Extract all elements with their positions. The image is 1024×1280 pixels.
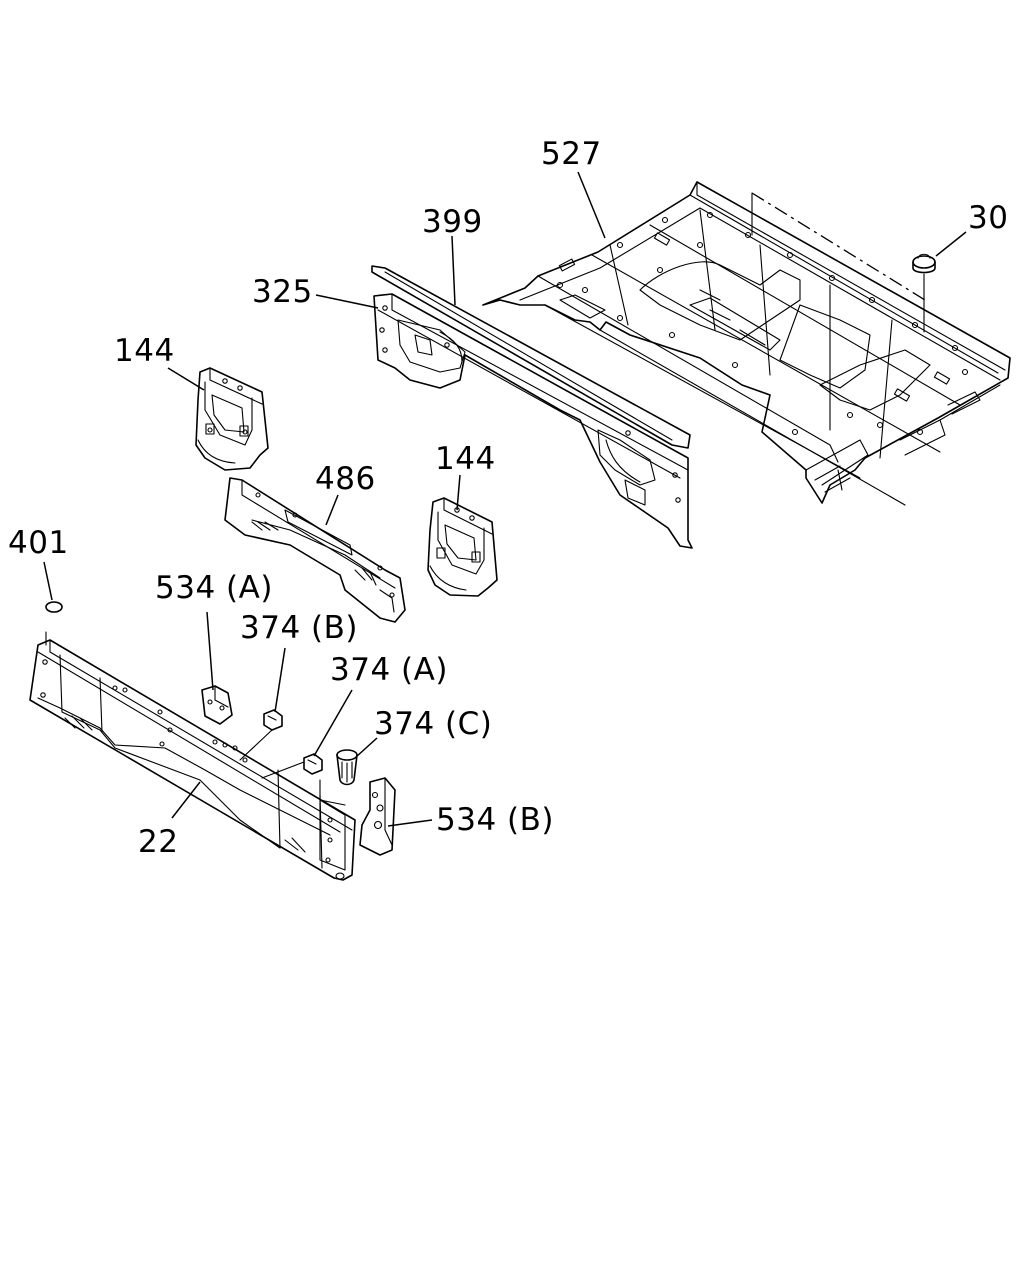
part-486-gusset: [224, 477, 406, 623]
leader-534a: [206, 611, 214, 691]
leader-527: [577, 171, 606, 239]
leader-374b: [274, 647, 286, 713]
part-401-plug: [45, 601, 63, 646]
leader-486: [325, 494, 339, 526]
alignment-line: [751, 192, 926, 301]
callout-325: 325: [252, 274, 313, 310]
leader-401: [43, 561, 53, 601]
leader-144-right: [456, 474, 461, 511]
callout-374a: 374 (A): [330, 652, 448, 688]
leader-325: [315, 294, 379, 309]
part-527-floor-panel: [482, 181, 1011, 506]
callout-144-left: 144: [114, 333, 175, 369]
leader-144-left: [167, 367, 205, 391]
part-534a-bracket: [201, 685, 233, 725]
leader-374a: [313, 689, 353, 757]
leader-lines: [43, 171, 967, 827]
part-30-plug: [912, 253, 936, 333]
leader-534b: [387, 819, 433, 827]
part-144-bracket-right: [427, 497, 498, 597]
leader-399: [451, 235, 456, 306]
part-22-crossmember: [29, 639, 356, 881]
callout-527: 527: [541, 136, 602, 172]
callout-144-right: 144: [435, 441, 496, 477]
callout-30: 30: [968, 200, 1008, 236]
callout-22: 22: [138, 824, 178, 860]
callout-486: 486: [315, 461, 376, 497]
callout-401: 401: [8, 525, 69, 561]
part-374a-clip: [261, 753, 346, 806]
part-374b-clip: [239, 709, 283, 761]
leader-22: [171, 781, 201, 819]
leader-374c: [355, 737, 378, 758]
callout-399: 399: [422, 204, 483, 240]
part-325-crossmember: [373, 293, 693, 549]
callout-374c: 374 (C): [374, 706, 492, 742]
part-374c-nut: [336, 749, 358, 786]
leader-30: [935, 231, 967, 257]
part-399-rail: [371, 265, 691, 449]
part-534b-bracket: [359, 777, 396, 856]
callout-labels: 527 30 399 325 144 486 144 401 534 (A) 3…: [8, 136, 1008, 860]
callout-534a: 534 (A): [155, 570, 273, 606]
callout-534b: 534 (B): [436, 802, 554, 838]
callout-374b: 374 (B): [240, 610, 358, 646]
part-144-bracket-left: [195, 367, 269, 471]
